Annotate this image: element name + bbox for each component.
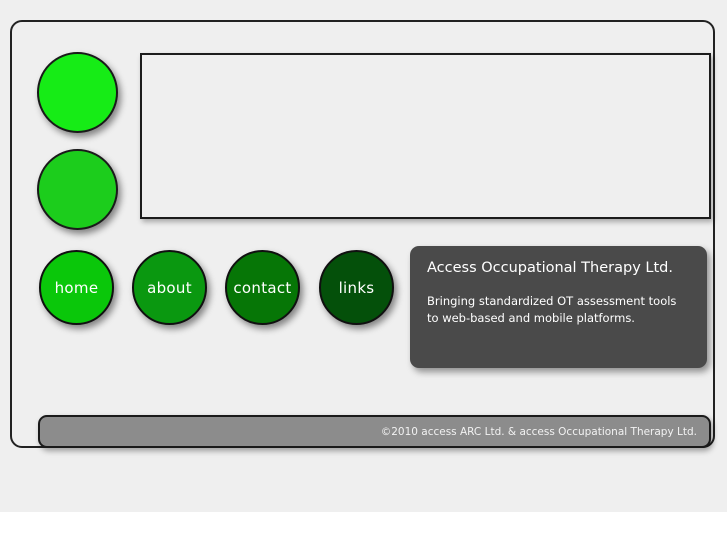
nav-button-contact[interactable]: contact bbox=[225, 250, 300, 325]
footer-bar: ©2010 access ARC Ltd. & access Occupatio… bbox=[38, 415, 711, 448]
nav-button-home-label: home bbox=[54, 279, 99, 297]
logo-circle-top-icon bbox=[37, 52, 118, 133]
nav-button-links[interactable]: links bbox=[319, 250, 394, 325]
nav-button-home[interactable]: home bbox=[39, 250, 114, 325]
nav-button-about[interactable]: about bbox=[132, 250, 207, 325]
main-content-box bbox=[140, 53, 711, 219]
footer-copyright: ©2010 access ARC Ltd. & access Occupatio… bbox=[380, 425, 697, 438]
nav-button-about-label: about bbox=[147, 279, 192, 297]
site-frame: home about contact links Access Occupati… bbox=[10, 20, 715, 448]
nav-button-contact-label: contact bbox=[233, 279, 292, 297]
nav-button-links-label: links bbox=[338, 279, 375, 297]
info-panel: Access Occupational Therapy Ltd. Bringin… bbox=[410, 246, 707, 368]
info-panel-title: Access Occupational Therapy Ltd. bbox=[427, 260, 673, 276]
logo-circle-bottom-icon bbox=[37, 149, 118, 230]
info-panel-body: Bringing standardized OT assessment tool… bbox=[427, 294, 677, 326]
